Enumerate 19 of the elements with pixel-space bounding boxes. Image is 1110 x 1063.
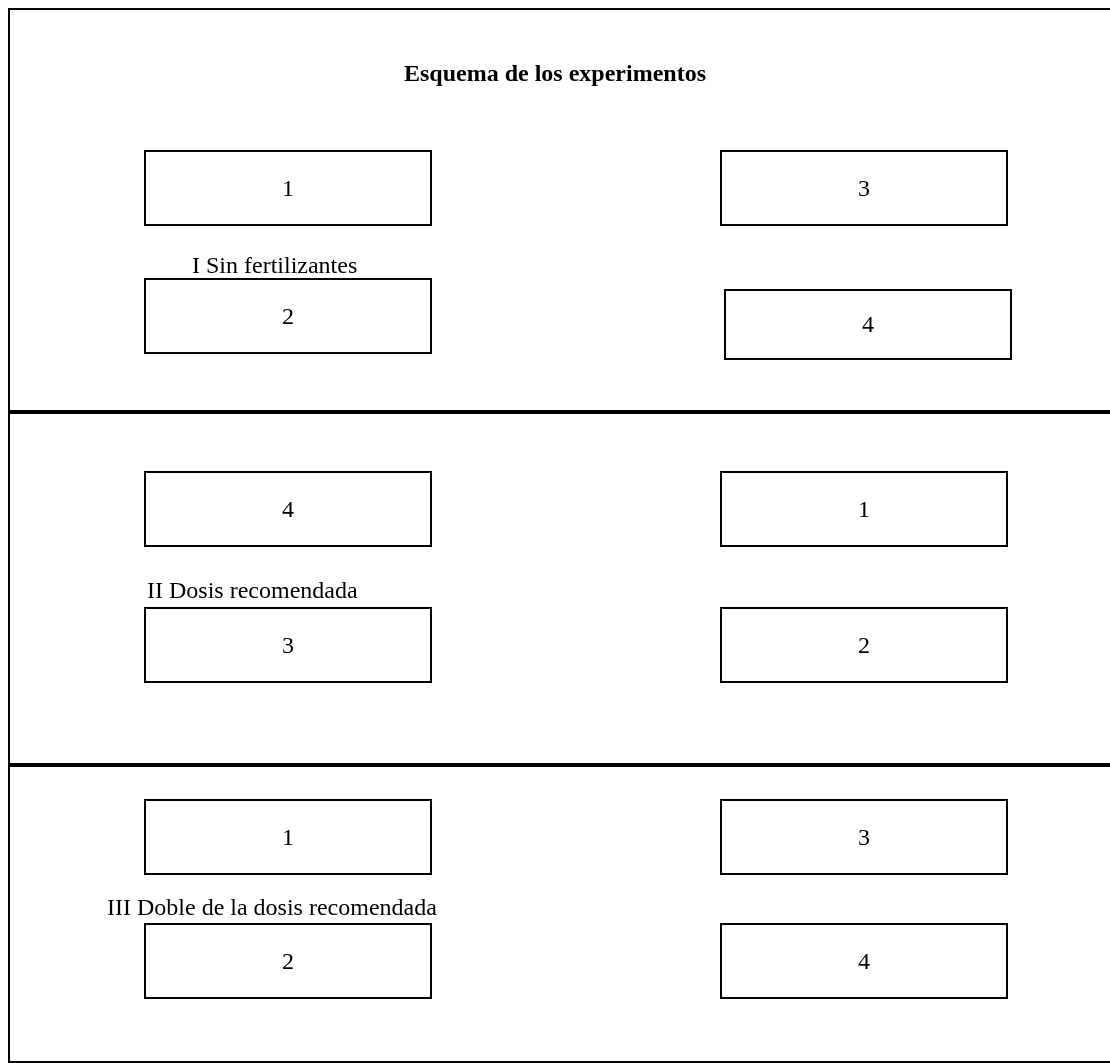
band-label: III Doble de la dosis recomendada xyxy=(107,893,437,921)
band-label: I Sin fertilizantes xyxy=(192,251,358,279)
treatment-band xyxy=(8,412,1110,765)
plot-box: 2 xyxy=(144,923,432,999)
plot-box: 1 xyxy=(144,150,432,226)
plot-box: 4 xyxy=(720,923,1008,999)
band-label: II Dosis recomendada xyxy=(147,576,358,604)
plot-box: 2 xyxy=(720,607,1008,683)
diagram-title: Esquema de los experimentos xyxy=(404,60,706,87)
plot-box: 1 xyxy=(720,471,1008,547)
treatment-band xyxy=(8,765,1110,1063)
plot-box: 1 xyxy=(144,799,432,875)
plot-box: 3 xyxy=(720,799,1008,875)
treatment-band xyxy=(8,8,1110,412)
plot-box: 2 xyxy=(144,278,432,354)
plot-box: 4 xyxy=(144,471,432,547)
plot-box: 3 xyxy=(720,150,1008,226)
plot-box: 4 xyxy=(724,289,1012,360)
plot-box: 3 xyxy=(144,607,432,683)
